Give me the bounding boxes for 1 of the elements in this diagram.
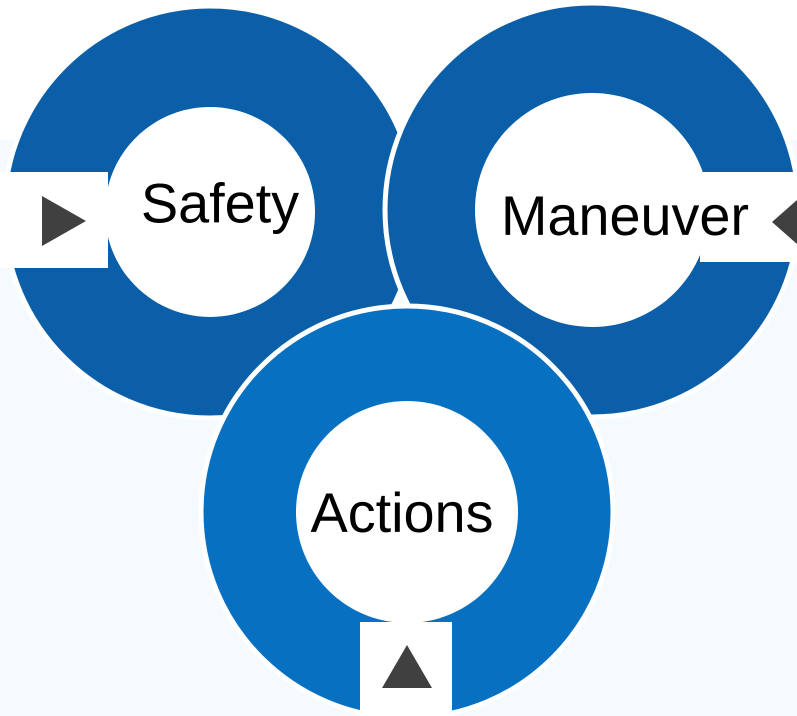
ring: Actions <box>198 304 616 716</box>
